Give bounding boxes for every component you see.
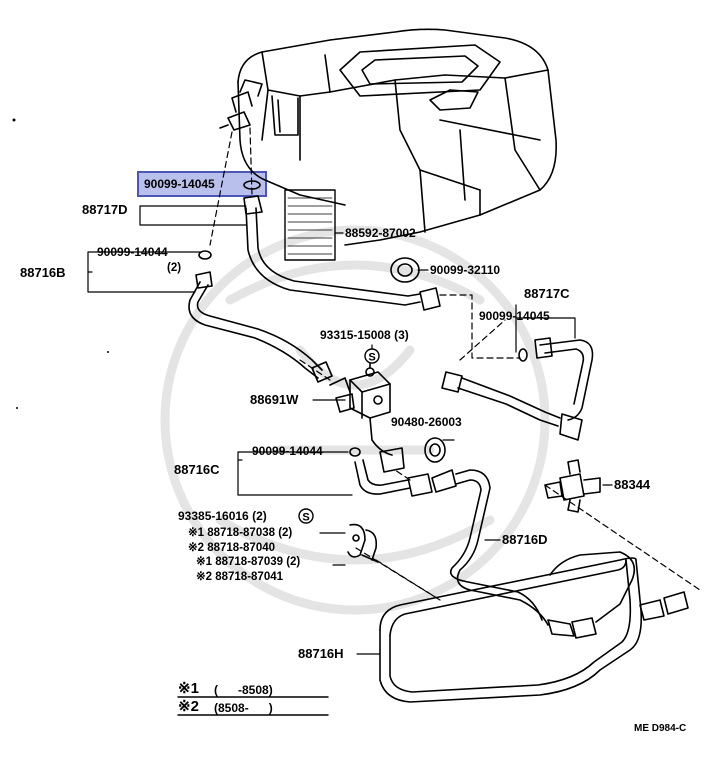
part-number-88716c[interactable]: 88716C <box>174 462 220 477</box>
legend-range-2: (8508- ) <box>214 701 273 715</box>
tag-plate-hatch <box>287 197 333 255</box>
legend-mark-2: ※2 <box>178 698 199 715</box>
part-number-88718-87039[interactable]: ※1 88718-87039 (2) <box>196 556 301 568</box>
pipe-88716c <box>354 459 457 497</box>
clamps <box>347 523 379 563</box>
part-number-90099-14044-left[interactable]: 90099-14044 <box>97 245 168 259</box>
speck <box>16 407 18 409</box>
part-number-88717c[interactable]: 88717C <box>524 286 570 301</box>
watermark-emblem <box>160 225 550 615</box>
s-symbol-label: S <box>302 512 309 524</box>
unit-fitting <box>219 79 263 131</box>
part-number-90099-14045-top[interactable]: 90099-14045 <box>144 177 215 191</box>
tag-plate <box>284 189 336 261</box>
part-number-88716d[interactable]: 88716D <box>502 532 548 547</box>
legend-mark-1: ※1 <box>178 680 199 697</box>
part-number-88717d[interactable]: 88717D <box>82 202 128 217</box>
diagram-code: ME D984-C <box>634 723 687 734</box>
part-number-88718-87040[interactable]: ※2 88718-87040 <box>188 542 276 554</box>
pipe-88716h <box>379 557 689 703</box>
highlight-box[interactable] <box>137 171 267 197</box>
part-number-88592-87002[interactable]: 88592-87002 <box>345 226 416 240</box>
speck <box>107 351 109 353</box>
part-number-88718-87038[interactable]: ※1 88718-87038 (2) <box>188 527 293 539</box>
part-number-88691w[interactable]: 88691W <box>250 392 299 407</box>
part-number-88718-87041[interactable]: ※2 88718-87041 <box>196 571 284 583</box>
pipe-88716b <box>188 271 333 383</box>
part-number-93385-16016[interactable]: 93385-16016 (2) <box>178 509 267 523</box>
o-ring <box>349 447 361 457</box>
part-number-93315-15008[interactable]: 93315-15008 (3) <box>320 328 409 342</box>
part-number-88716h[interactable]: 88716H <box>298 646 344 661</box>
union-88344 <box>544 459 601 513</box>
part-number-90099-14045-right[interactable]: 90099-14045 <box>479 309 550 323</box>
leader-lines <box>87 205 613 655</box>
o-ring <box>518 348 528 362</box>
heater-housing <box>237 28 557 246</box>
part-number-88344[interactable]: 88344 <box>614 477 651 492</box>
speck <box>12 118 16 122</box>
s-symbol: S <box>298 508 314 524</box>
pipe-88716d <box>449 469 636 639</box>
legend-range-1: ( -8508) <box>214 683 273 697</box>
quantity-label: (2) <box>167 262 182 274</box>
s-symbol: S <box>364 348 380 364</box>
guide-lines <box>209 127 701 601</box>
o-ring <box>243 180 261 190</box>
part-number-90099-32110[interactable]: 90099-32110 <box>430 263 501 277</box>
pipe-88717d <box>243 195 441 311</box>
pipe-88717c <box>441 337 594 441</box>
part-number-90480-26003[interactable]: 90480-26003 <box>391 415 462 429</box>
part-number-90099-14044-mid[interactable]: 90099-14044 <box>252 444 323 458</box>
part-number-88716b[interactable]: 88716B <box>20 265 66 280</box>
s-symbol-label: S <box>368 352 375 364</box>
o-ring <box>198 250 212 260</box>
nut-90480 <box>424 437 446 463</box>
valve-88691w <box>329 359 405 473</box>
